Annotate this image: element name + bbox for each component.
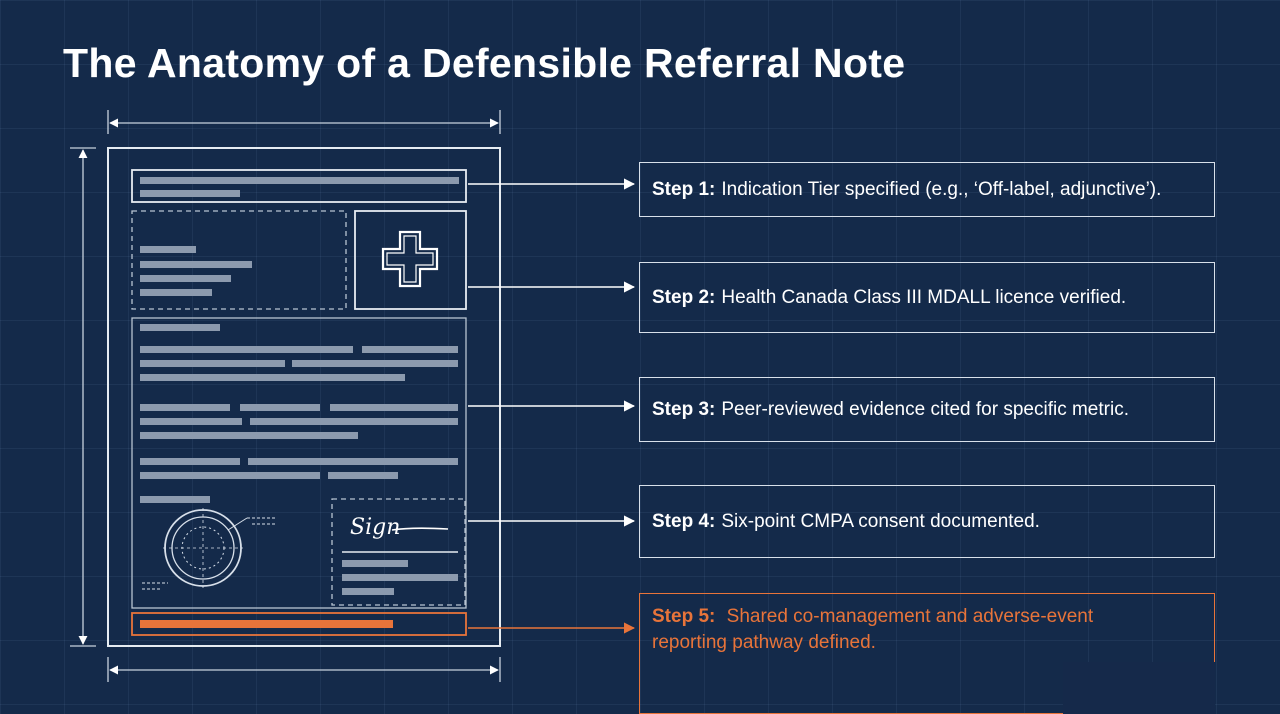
step-2-text: Health Canada Class III MDALL licence ve… — [721, 286, 1127, 308]
signature-mark: Sign — [350, 515, 400, 540]
step-3-label: Step 3: — [652, 398, 716, 420]
seal-icon — [142, 508, 275, 590]
step-5-text: Shared co-management and adverse-event r… — [652, 606, 1094, 653]
co-management-section — [131, 612, 467, 636]
evidence-section — [131, 317, 467, 609]
step-3-text: Peer-reviewed evidence cited for specifi… — [721, 398, 1129, 420]
step-4-text: Six-point CMPA consent documented. — [721, 510, 1040, 532]
step-3-box: Step 3: Peer-reviewed evidence cited for… — [639, 377, 1215, 442]
document-page — [107, 147, 501, 647]
licence-section — [354, 210, 467, 310]
step-1-box: Step 1: Indication Tier specified (e.g.,… — [639, 162, 1215, 217]
evidence-text-lines — [140, 324, 458, 503]
header-section — [131, 169, 467, 203]
page-title: The Anatomy of a Defensible Referral Not… — [63, 40, 906, 86]
step-5-box: Step 5: Shared co-management and adverse… — [639, 593, 1215, 714]
step-1-text: Indication Tier specified (e.g., ‘Off-la… — [721, 178, 1162, 200]
dimension-lines — [70, 110, 501, 682]
step-4-label: Step 4: — [652, 510, 716, 532]
step-4-box: Step 4: Six-point CMPA consent documente… — [639, 485, 1215, 558]
patient-info-block — [131, 210, 347, 310]
step-2-box: Step 2: Health Canada Class III MDALL li… — [639, 262, 1215, 333]
step-5-label: Step 5: — [652, 606, 716, 627]
corner-patch — [1063, 662, 1215, 714]
step-1-label: Step 1: — [652, 178, 716, 200]
signature-block — [331, 498, 466, 606]
step-2-label: Step 2: — [652, 286, 716, 308]
connector-arrows — [468, 178, 636, 527]
medical-cross-icon — [381, 230, 439, 288]
